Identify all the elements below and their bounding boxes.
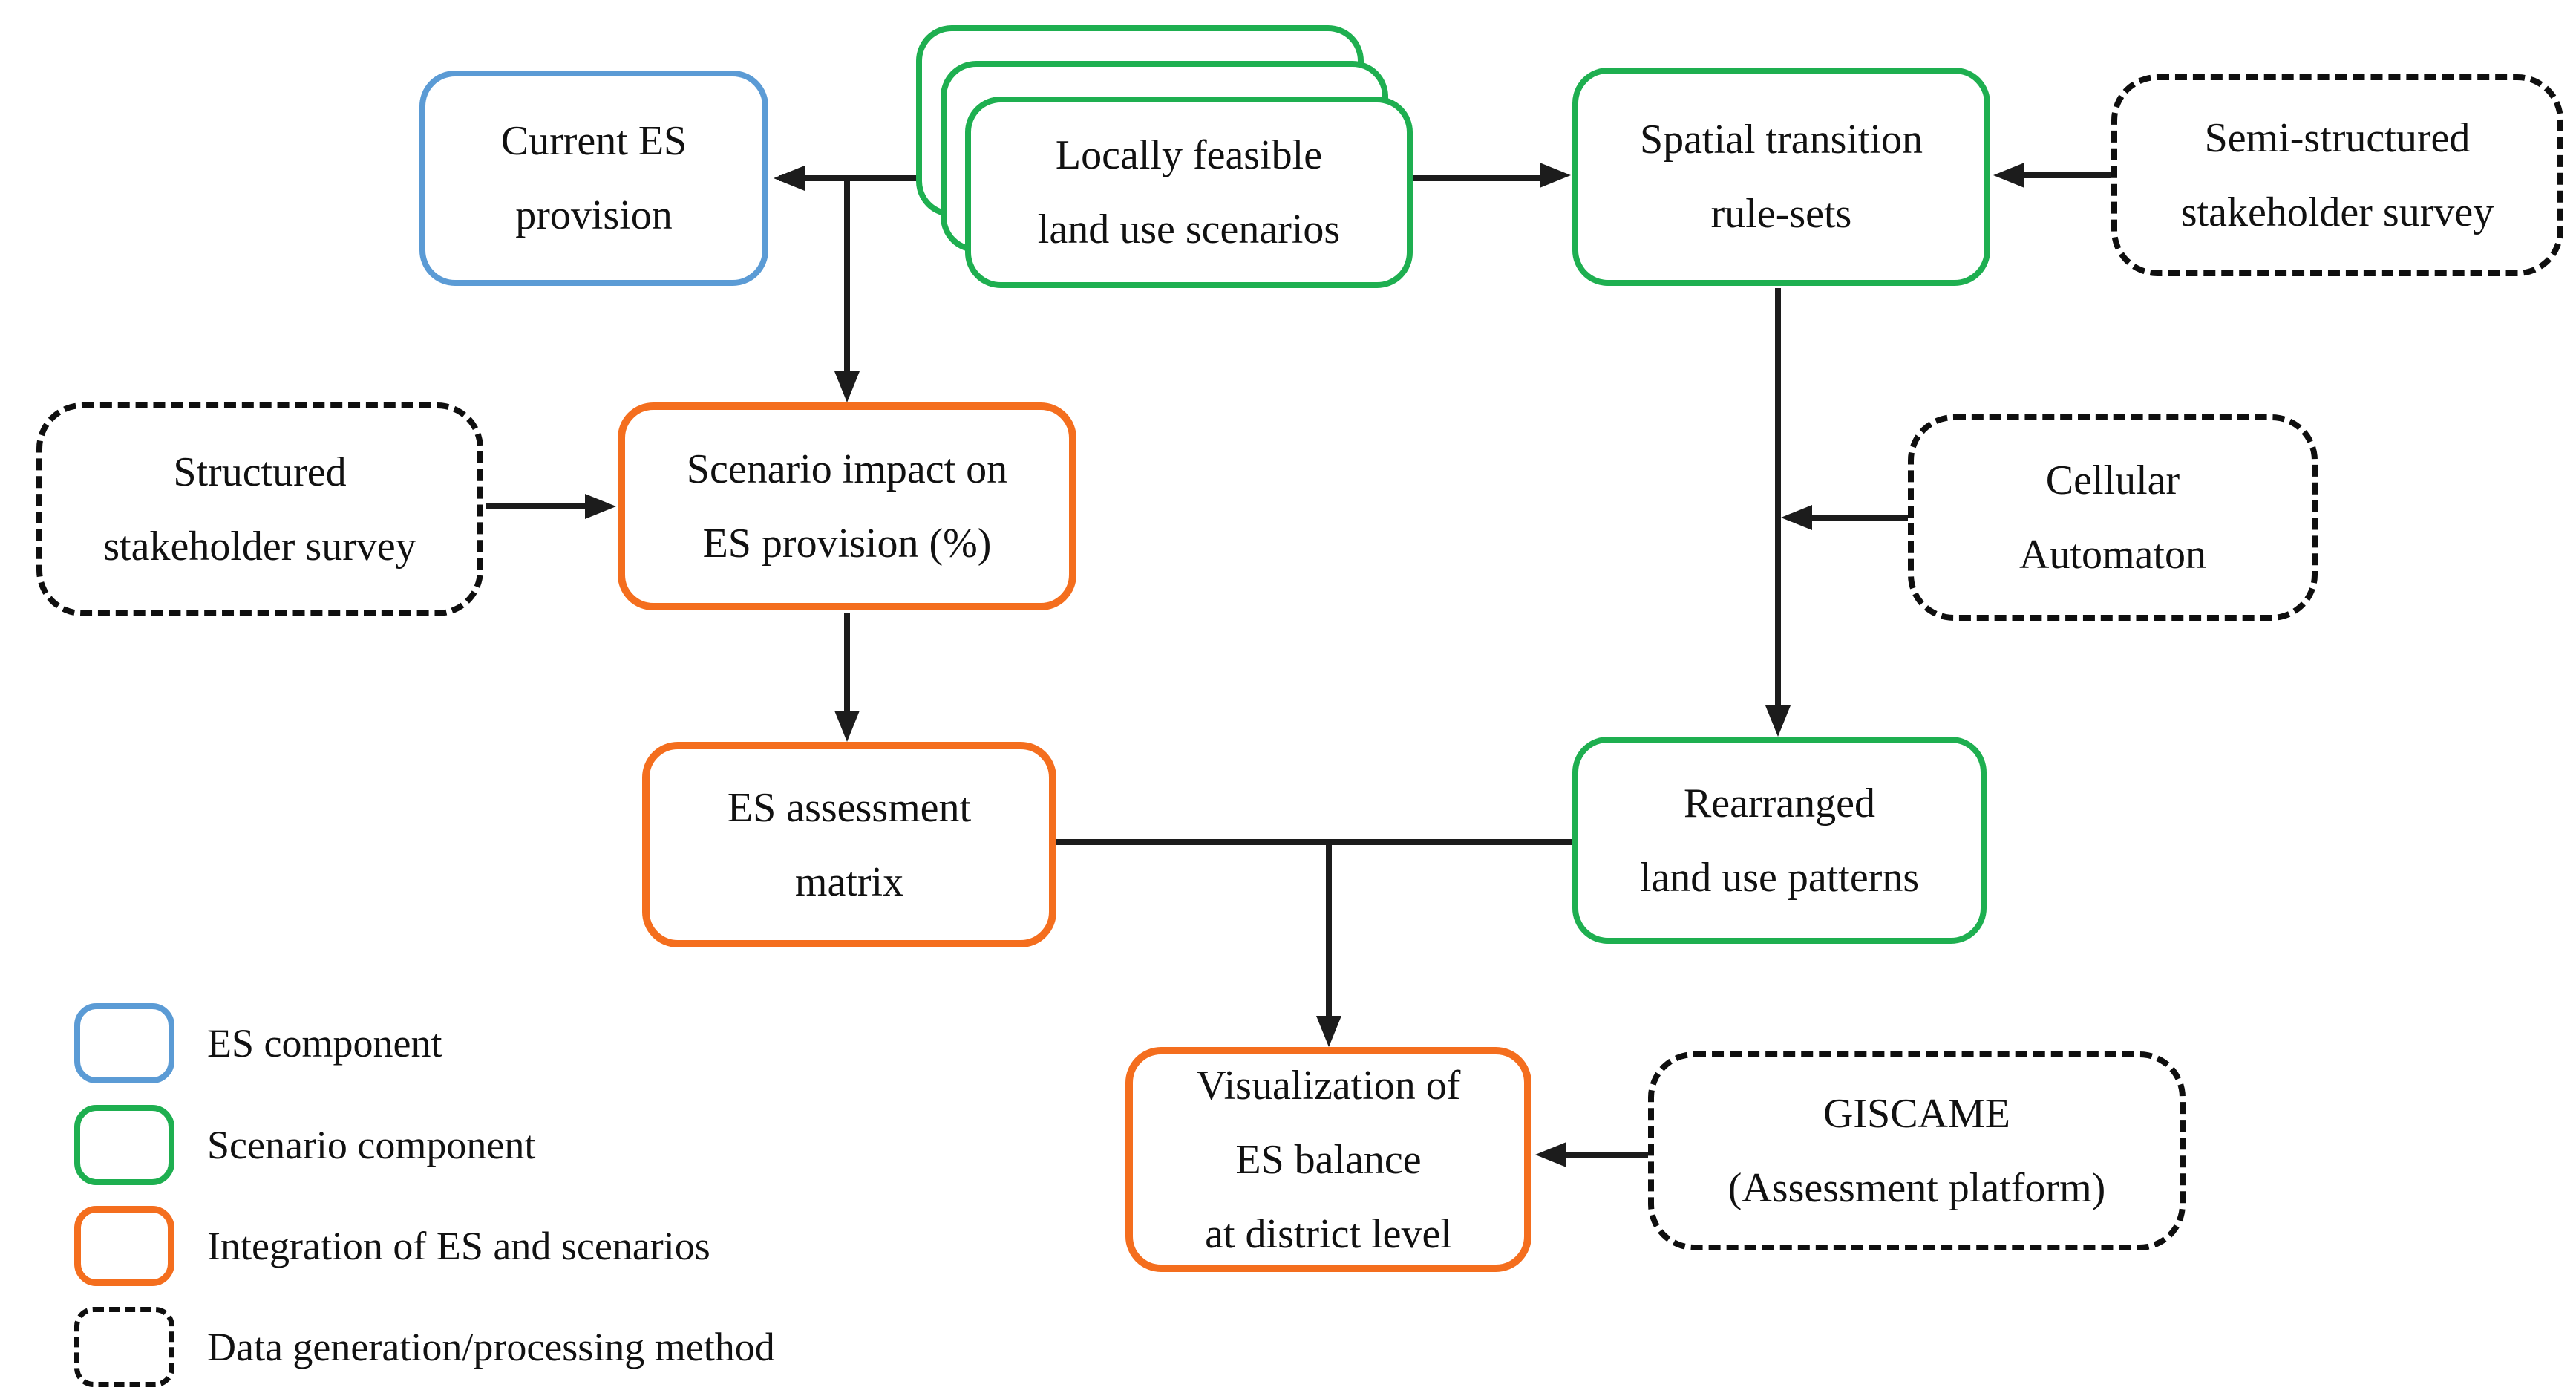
node-structured-stakeholder-survey: Structured stakeholder survey: [36, 402, 483, 616]
legend-label-scenario-component: Scenario component: [207, 1123, 536, 1167]
node-text-line: ES provision (%): [702, 521, 992, 567]
legend-swatch-scenario-component: [74, 1105, 174, 1185]
arrowhead-into-rearranged: [1765, 705, 1791, 737]
node-semi-survey-text: Semi-structured stakeholder survey: [2181, 101, 2494, 249]
node-text-line: Automaton: [2019, 532, 2206, 578]
node-visualization-text: Visualization of ES balance at district …: [1197, 1048, 1461, 1271]
legend-swatch-integration: [74, 1206, 174, 1286]
node-text-line: stakeholder survey: [2180, 189, 2494, 235]
node-scenario-impact-text: Scenario impact on ES provision (%): [687, 432, 1007, 581]
edge-to-visualization: [1326, 842, 1332, 1022]
edge-structured-survey-to-scenario-impact: [486, 503, 590, 509]
node-spatial-transition-text: Spatial transition rule-sets: [1640, 102, 1923, 251]
node-text-line: Cellular: [2045, 457, 2180, 503]
node-text-line: Spatial transition: [1639, 117, 1923, 163]
node-text-line: Scenario impact on: [686, 446, 1008, 492]
arrowhead-into-current-es: [774, 166, 805, 191]
legend-swatch-method: [74, 1307, 174, 1387]
edge-giscame-to-visualization: [1543, 1152, 1650, 1158]
node-rearranged-text: Rearranged land use patterns: [1640, 766, 1919, 915]
node-locally-feasible-text: Locally feasible land use scenarios: [1038, 118, 1340, 267]
node-text-line: provision: [515, 192, 673, 238]
node-visualization-es-balance: Visualization of ES balance at district …: [1125, 1047, 1531, 1272]
node-text-line: Current ES: [500, 118, 687, 164]
arrowhead-into-scenario-impact-left: [585, 494, 616, 519]
edge-transition-rules-to-rearranged: [1775, 288, 1781, 710]
edge-scenarios-to-current-es: [779, 175, 995, 181]
node-locally-feasible-land-use-scenarios: Locally feasible land use scenarios: [965, 97, 1413, 288]
node-text-line: matrix: [794, 858, 904, 905]
node-text-line: Rearranged: [1683, 780, 1876, 826]
legend-item-integration: Integration of ES and scenarios: [74, 1206, 710, 1286]
node-text-line: (Assessment platform): [1727, 1165, 2106, 1211]
node-semi-structured-stakeholder-survey: Semi-structured stakeholder survey: [2111, 74, 2563, 276]
node-current-es-provision: Current ES provision: [419, 71, 768, 286]
arrowhead-into-transition-rules-left: [1993, 163, 2024, 188]
node-text-line: Semi-structured: [2204, 115, 2471, 161]
node-spatial-transition-rule-sets: Spatial transition rule-sets: [1572, 68, 1990, 286]
edge-cellular-automaton-to-line: [1797, 515, 1909, 521]
node-cellular-automaton-text: Cellular Automaton: [2019, 443, 2206, 592]
edge-semi-survey-to-transition-rules: [2016, 172, 2116, 178]
edge-scenarios-to-scenario-impact: [844, 178, 850, 380]
legend-label-es-component: ES component: [207, 1021, 442, 1066]
node-text-line: Locally feasible: [1055, 132, 1323, 178]
edge-scenario-impact-to-es-matrix: [844, 613, 850, 717]
node-es-matrix-text: ES assessment matrix: [728, 771, 971, 919]
node-text-line: ES assessment: [727, 784, 972, 831]
node-text-line: GISCAME: [1823, 1091, 2010, 1137]
arrowhead-into-visualization-right: [1535, 1142, 1566, 1167]
node-current-es-provision-text: Current ES provision: [501, 104, 687, 252]
legend-item-method: Data generation/processing method: [74, 1307, 775, 1387]
node-scenario-impact-on-es-provision: Scenario impact on ES provision (%): [618, 402, 1076, 610]
arrowhead-into-scenario-impact-top: [834, 371, 860, 402]
legend-item-scenario-component: Scenario component: [74, 1105, 535, 1185]
node-text-line: ES balance: [1235, 1136, 1422, 1183]
arrowhead-cellular-automaton: [1781, 505, 1812, 530]
legend-swatch-es-component: [74, 1003, 174, 1083]
node-giscame-text: GISCAME (Assessment platform): [1728, 1077, 2106, 1225]
legend-label-method: Data generation/processing method: [207, 1325, 775, 1369]
node-cellular-automaton: Cellular Automaton: [1908, 414, 2318, 621]
node-text-line: rule-sets: [1710, 191, 1852, 237]
node-structured-survey-text: Structured stakeholder survey: [103, 435, 416, 584]
node-es-assessment-matrix: ES assessment matrix: [642, 742, 1056, 947]
arrowhead-into-visualization: [1316, 1016, 1341, 1047]
edge-scenarios-to-transition-rules: [1410, 175, 1548, 181]
arrowhead-into-es-matrix: [834, 711, 860, 742]
node-text-line: land use patterns: [1639, 854, 1920, 901]
node-giscame-assessment-platform: GISCAME (Assessment platform): [1648, 1051, 2186, 1250]
legend-label-integration: Integration of ES and scenarios: [207, 1224, 710, 1268]
node-text-line: Visualization of: [1196, 1062, 1461, 1109]
legend-item-es-component: ES component: [74, 1003, 442, 1083]
arrowhead-into-transition-rules-right: [1540, 163, 1571, 188]
node-text-line: Structured: [173, 449, 347, 495]
node-text-line: land use scenarios: [1037, 206, 1341, 252]
edge-es-matrix-to-rearranged: [1053, 839, 1577, 845]
node-text-line: at district level: [1205, 1210, 1452, 1257]
node-rearranged-land-use-patterns: Rearranged land use patterns: [1572, 737, 1987, 944]
node-text-line: stakeholder survey: [103, 524, 416, 570]
